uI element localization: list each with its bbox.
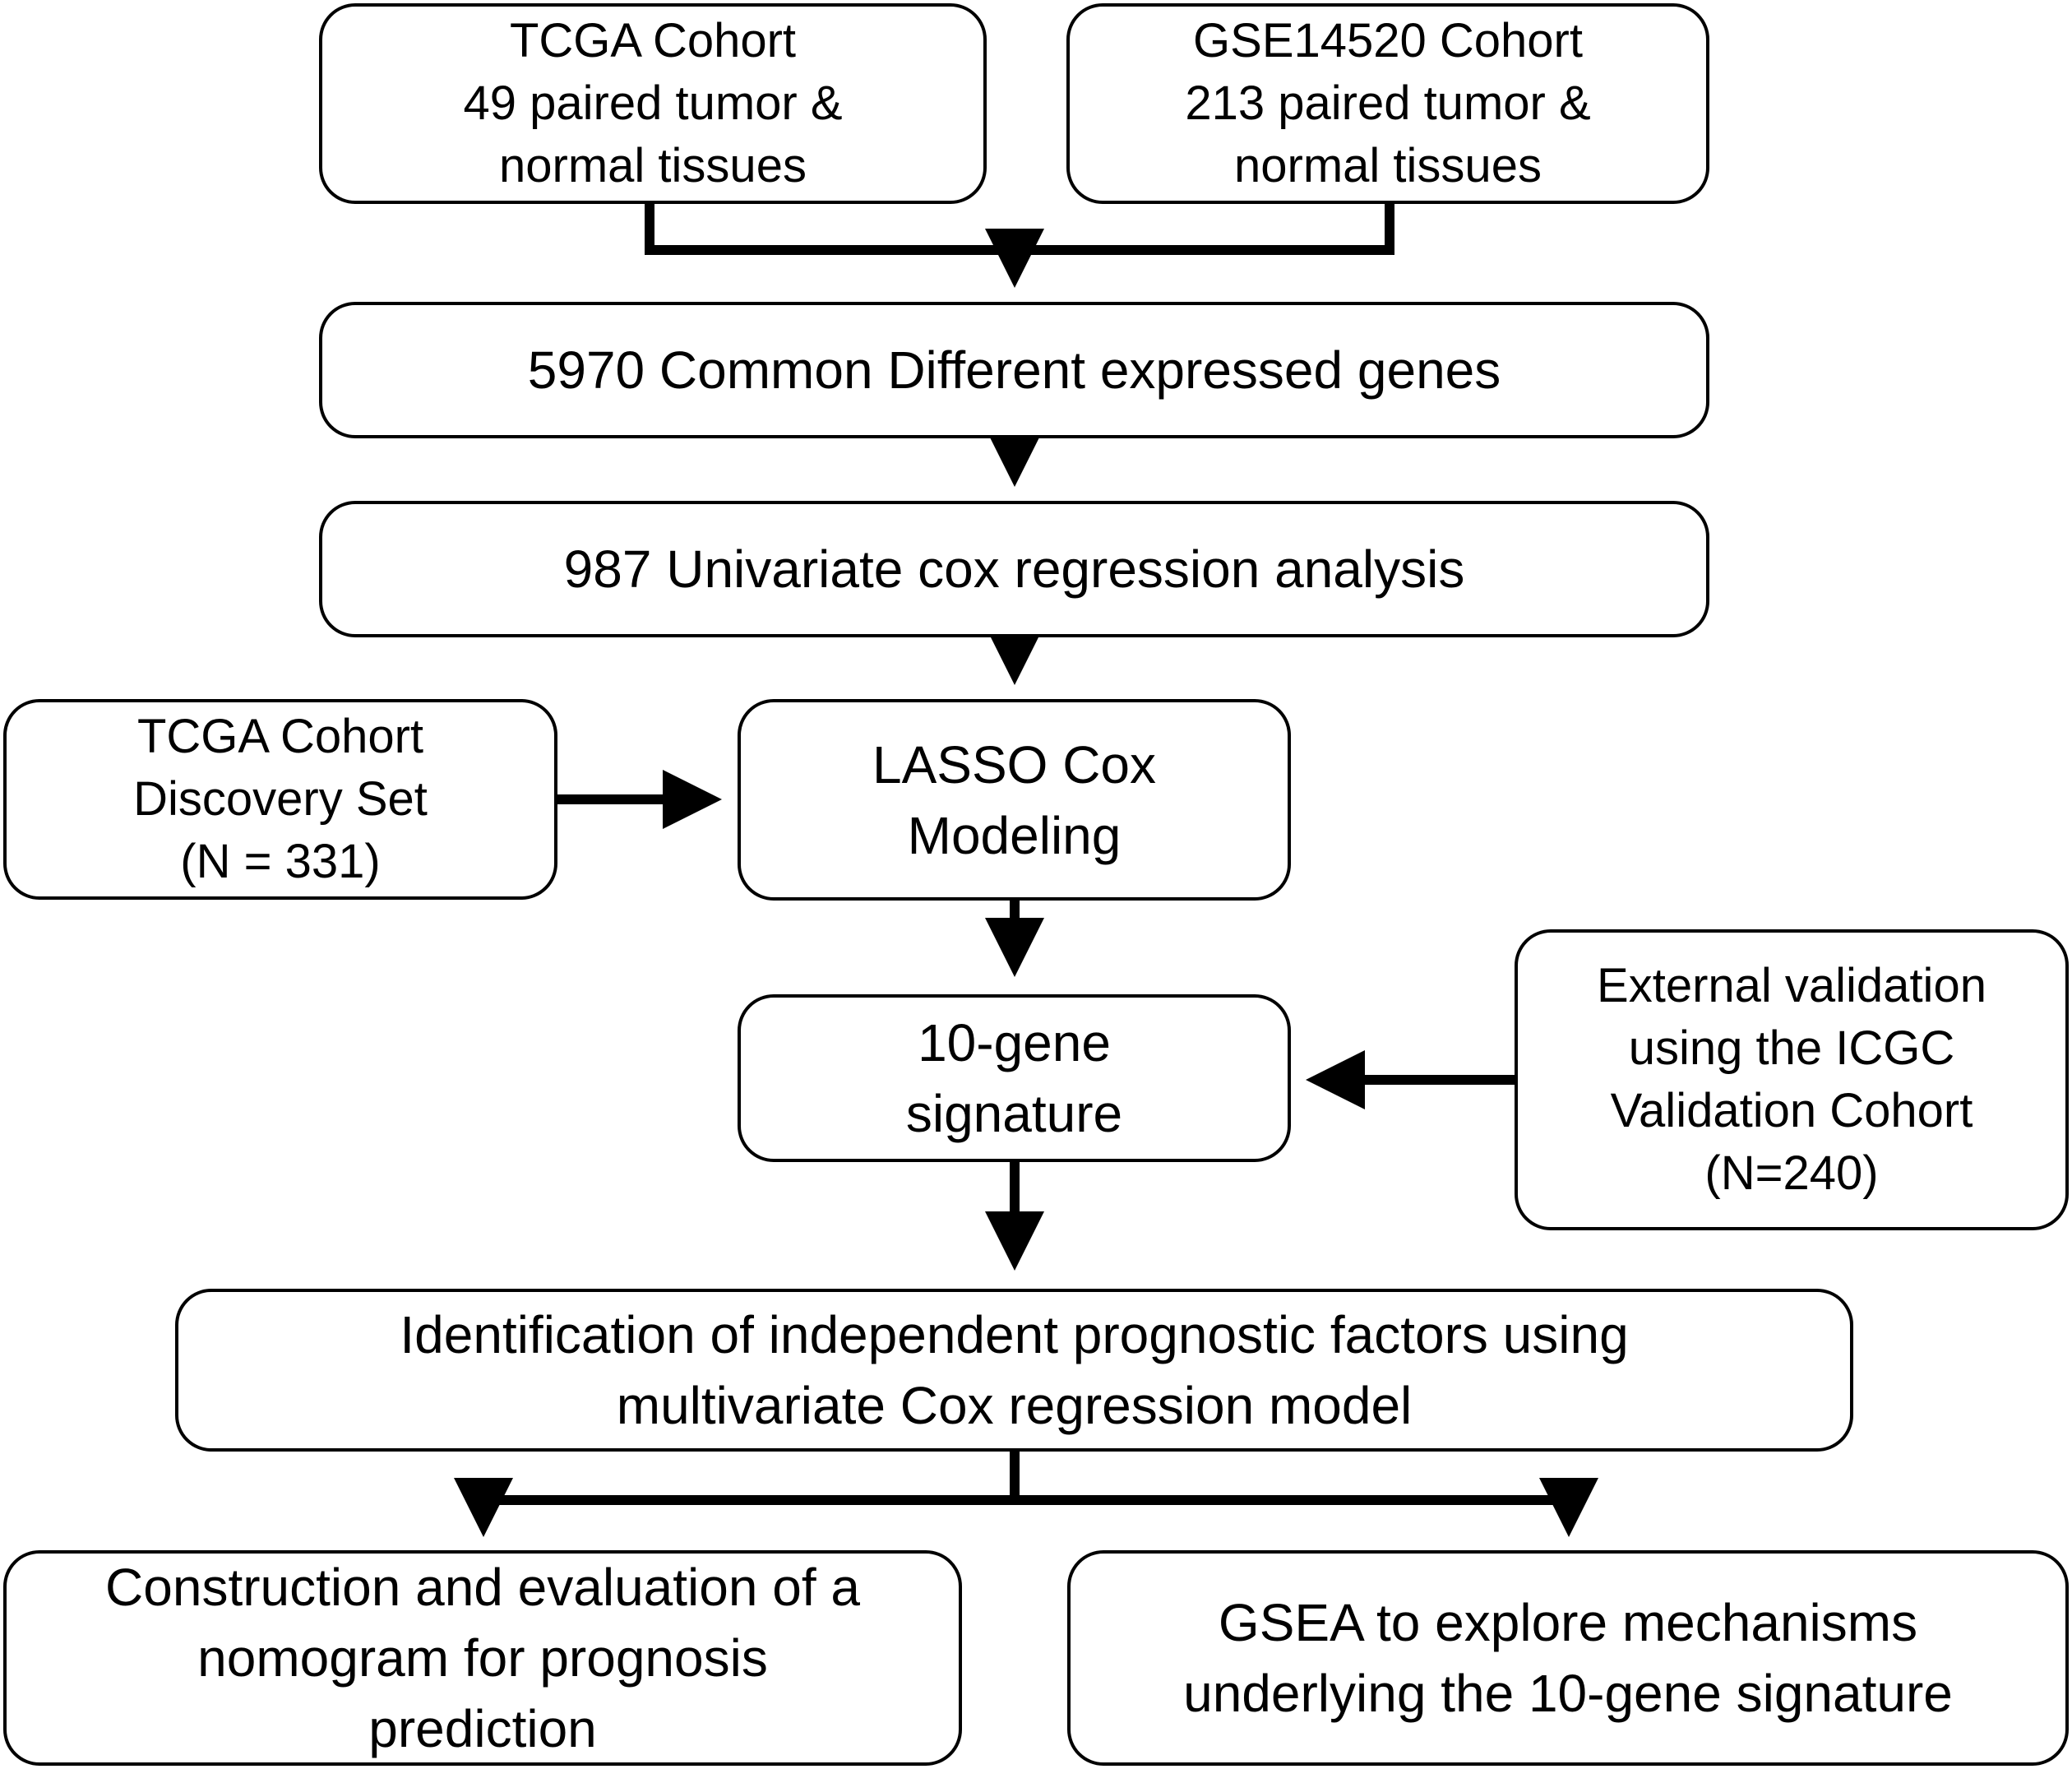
node-text-line: GSEA to explore mechanisms [1218, 1593, 1918, 1652]
node-text-line: (N = 331) [180, 835, 381, 888]
node-text-line: 49 paired tumor & [463, 76, 843, 130]
node-text-line: (N=240) [1704, 1146, 1879, 1200]
node-text-line: LASSO Cox [872, 734, 1157, 794]
node-text-line: TCGA Cohort [509, 14, 797, 67]
common-genes-node: 5970 Common Different expressed genes [319, 302, 1709, 438]
node-text-line: Modeling [907, 805, 1122, 865]
node-text-line: normal tissues [499, 139, 807, 192]
node-text-line: 5970 Common Different expressed genes [527, 340, 1501, 400]
external-validation-node: External validation using the ICGC Valid… [1515, 929, 2069, 1230]
node-text-line: multivariate Cox regression model [616, 1376, 1413, 1435]
node-text-line: normal tissues [1234, 139, 1542, 192]
node-text-line: nomogram for prognosis [197, 1628, 768, 1688]
node-text-line: 213 paired tumor & [1185, 76, 1591, 130]
node-text-line: GSE14520 Cohort [1193, 14, 1583, 67]
node-text-line: External validation [1597, 959, 1986, 1012]
gse-cohort-node: GSE14520 Cohort 213 paired tumor & norma… [1066, 3, 1709, 204]
merge-cohorts-connector [645, 204, 1394, 255]
node-text-line: 987 Univariate cox regression analysis [563, 539, 1465, 599]
univariate-node: 987 Univariate cox regression analysis [319, 501, 1709, 637]
nomogram-node: Construction and evaluation of a nomogra… [3, 1550, 962, 1766]
signature-node: 10-gene signature [738, 994, 1291, 1162]
node-text-line: Validation Cohort [1610, 1084, 1973, 1137]
discovery-set-node: TCGA Cohort Discovery Set (N = 331) [3, 699, 557, 900]
gsea-node: GSEA to explore mechanisms underlying th… [1067, 1550, 2069, 1766]
tcga-cohort-node: TCGA Cohort 49 paired tumor & normal tis… [319, 3, 987, 204]
node-text-line: using the ICGC [1628, 1021, 1955, 1075]
node-text-line: Discovery Set [133, 772, 428, 826]
node-text-line: underlying the 10-gene signature [1183, 1664, 1953, 1723]
node-text-line: 10-gene [918, 1013, 1111, 1072]
node-text-line: prediction [368, 1699, 597, 1758]
node-text-line: Identification of independent prognostic… [400, 1305, 1629, 1364]
lasso-node: LASSO Cox Modeling [738, 699, 1291, 901]
node-text-line: TCGA Cohort [136, 710, 424, 763]
independent-factors-node: Identification of independent prognostic… [175, 1289, 1853, 1452]
node-text-line: signature [905, 1084, 1123, 1143]
node-text-line: Construction and evaluation of a [105, 1558, 860, 1617]
